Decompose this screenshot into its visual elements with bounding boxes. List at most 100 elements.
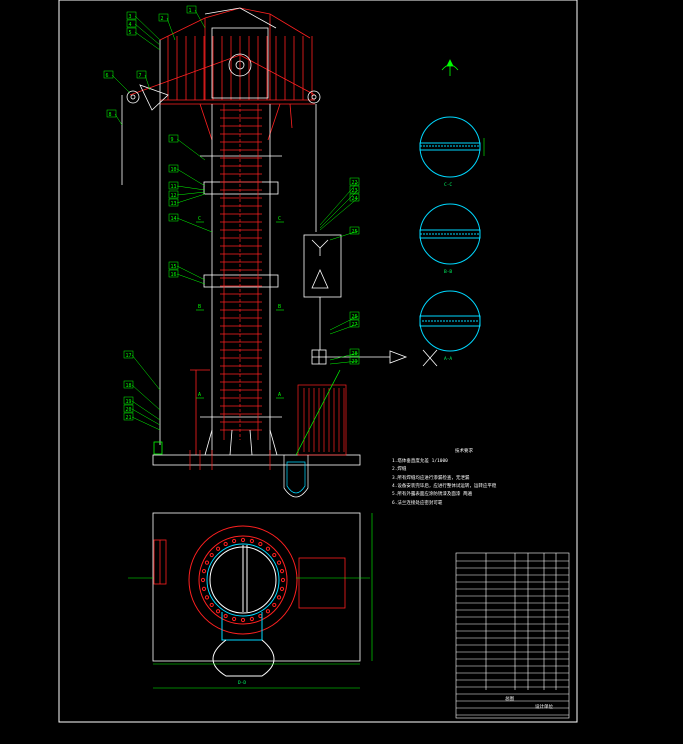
callout-number: 29 [352, 359, 358, 365]
plan-outline [152, 512, 361, 662]
callout-leader [176, 217, 213, 233]
callout-number: 15 [171, 264, 177, 270]
callout-box [158, 13, 169, 22]
column-body [200, 104, 282, 455]
callout-leader [166, 17, 176, 41]
plan-bolt [249, 538, 255, 544]
callout-leader [131, 408, 161, 426]
callout-leader [134, 31, 161, 51]
plan-bolt [280, 577, 286, 583]
callout-box [106, 109, 117, 118]
base-bolts [189, 450, 271, 470]
bottom-sieve [283, 369, 341, 498]
callout-number: 22 [352, 180, 358, 186]
callout-number: 25 [352, 229, 358, 235]
callout-number: 7 [139, 73, 142, 79]
note-line-4: 4.设备安装完毕后，应进行整体试运转，运转应平稳 [392, 482, 497, 489]
plan-bolt [265, 609, 271, 614]
callout-leader [176, 191, 206, 196]
section-label-a: A-A [444, 356, 452, 362]
callout-box [123, 404, 134, 413]
callout-box [168, 164, 179, 173]
callout-box [168, 190, 179, 199]
callout-leader [176, 138, 206, 161]
note-line-2: 2.焊缝 [392, 465, 407, 472]
callout-leader [176, 265, 206, 281]
plan-bolt [276, 595, 282, 600]
plan-dimensions [128, 513, 373, 689]
callout-box [349, 185, 360, 194]
plan-hopper [298, 557, 346, 609]
callout-number: 10 [171, 167, 177, 173]
plan-bolt [272, 552, 277, 558]
flow-arrow-icon [389, 350, 408, 364]
callout-leader [329, 360, 359, 365]
callout-box [136, 70, 147, 79]
callout-box [126, 27, 137, 36]
feed-hopper [297, 384, 347, 456]
callout-box [123, 350, 134, 359]
technical-notes: 技术要求 1.塔体垂直度允差 1/1000 2.焊缝 3.所有焊缝均应进行渗漏检… [392, 447, 497, 506]
callout-leader [131, 416, 161, 431]
callout-number: 3 [129, 14, 132, 20]
left-support [153, 40, 210, 455]
callout-box [126, 11, 137, 20]
section-label-b: B-B [444, 269, 452, 275]
callout-box [103, 70, 114, 79]
callout-number: 6 [106, 73, 109, 79]
callout-number: 19 [126, 399, 132, 405]
plan-bolt [201, 586, 207, 592]
callout-box [168, 134, 179, 143]
callout-number: 21 [126, 415, 132, 421]
callout-leader [319, 189, 359, 229]
callout-leader [329, 323, 359, 335]
callout-box [349, 193, 360, 202]
note-line-3: 3.所有焊缝均应进行渗漏检查，无泄漏 [392, 474, 470, 481]
callout-leader [134, 15, 161, 41]
plan-bolt [201, 568, 207, 574]
title-block-drawing-name: 总图 [505, 695, 514, 702]
cut-mark-label: B [198, 304, 201, 310]
callout-number: 17 [126, 353, 132, 359]
cut-mark-label: A [198, 392, 201, 398]
parts-list [455, 552, 570, 719]
callout-number: 2 [161, 16, 164, 22]
callout-number: 9 [171, 137, 174, 143]
cut-mark-label: C [278, 216, 281, 222]
plan-bolt [265, 546, 271, 551]
callout-leader [131, 384, 161, 411]
callout-box [186, 5, 197, 14]
callout-leader [319, 181, 359, 226]
callout-leader [131, 400, 161, 421]
plan-bolt [240, 537, 246, 543]
callout-number: 16 [171, 272, 177, 278]
callout-leader [194, 9, 206, 29]
plan-bolt [279, 568, 285, 574]
callout-leader [176, 168, 206, 187]
callout-leader [176, 273, 206, 285]
callout-number: 4 [129, 22, 132, 28]
callout-number: 26 [352, 314, 358, 320]
control-box [303, 234, 390, 365]
callout-leader [329, 315, 359, 331]
plan-bolt [258, 613, 263, 619]
cut-mark-label: A [278, 392, 281, 398]
callout-box [168, 213, 179, 222]
callout-box [349, 319, 360, 328]
callout-number: 18 [126, 383, 132, 389]
callout-box [168, 269, 179, 278]
section-view-c [419, 116, 485, 178]
callout-leader [111, 74, 131, 94]
plan-column [188, 525, 298, 677]
callout-box [123, 380, 134, 389]
plan-bolt [200, 577, 206, 583]
plan-bolt [258, 541, 263, 547]
callout-number: 8 [109, 112, 112, 118]
plan-bolt [204, 595, 210, 600]
note-line-6: 6.法兰连接处应密封可靠 [392, 499, 443, 506]
callout-box [349, 356, 360, 365]
callout-number: 14 [171, 216, 177, 222]
north-arrow-icon [441, 59, 459, 76]
callout-number: 27 [352, 322, 358, 328]
